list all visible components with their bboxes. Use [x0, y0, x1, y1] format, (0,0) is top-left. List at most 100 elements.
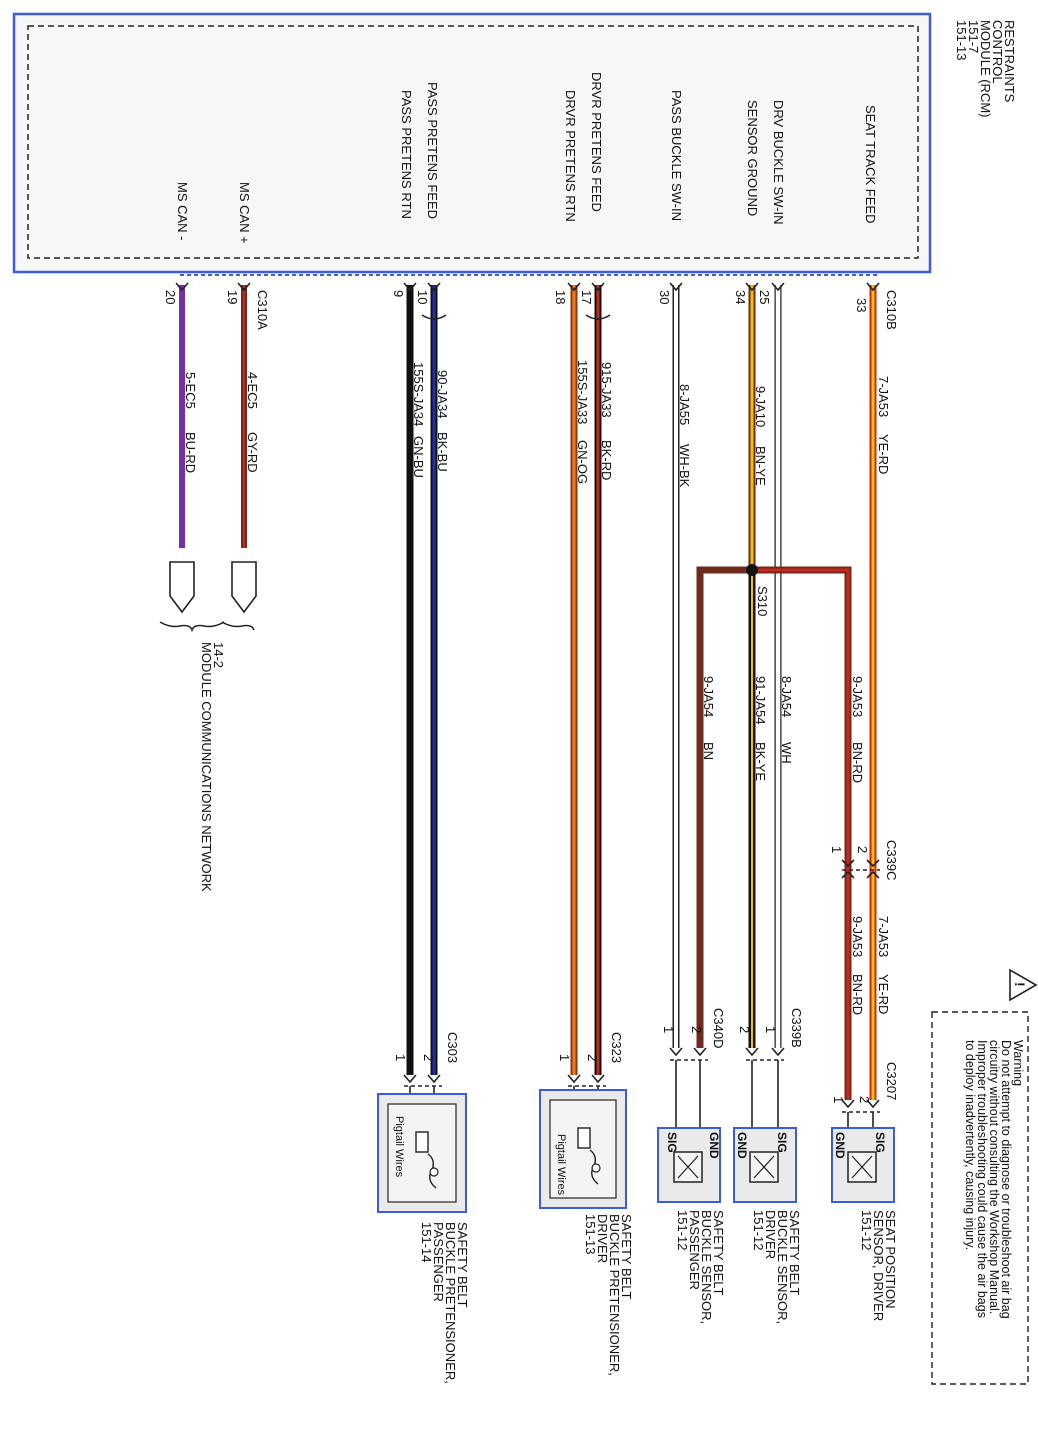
terminal-sig: SIG	[665, 1132, 679, 1153]
pin-number: 17	[579, 290, 594, 304]
module-title-line: CONTROL	[990, 20, 1005, 84]
pin-number: 1	[763, 1026, 778, 1033]
wire-color: GN-OG	[575, 440, 590, 484]
network-connector-plus	[231, 561, 257, 614]
wires	[179, 285, 877, 1100]
squib-icon	[415, 1131, 429, 1153]
wire-color: YE-RD	[876, 434, 891, 474]
pin-arrow	[237, 282, 251, 292]
pin-arrow	[771, 282, 785, 292]
wire-color: WH-BK	[677, 444, 692, 488]
pin-arrow	[175, 282, 189, 292]
network-bracket	[221, 621, 255, 631]
component-label: DRIVER	[595, 1214, 610, 1263]
wire-color: BN	[701, 742, 716, 760]
wire-id: 155S-JA33	[575, 360, 590, 424]
wire-id: 90-JA34	[435, 370, 450, 418]
pin-number: 1	[661, 1026, 676, 1033]
pigtail-label: Pigtail Wires	[555, 1134, 567, 1196]
pin-number: 19	[225, 290, 240, 304]
pin-number: 2	[857, 1096, 872, 1103]
warning-line: circuitry without consulting the Worksho…	[987, 1040, 1001, 1314]
wire-bn	[696, 566, 752, 1048]
pretensioner-driver: Pigtail Wires SAFETY BELT BUCKLE PRETENS…	[539, 1089, 634, 1376]
restraints-control-module: RESTRAINTS CONTROL MODULE (RCM) 151-7 15…	[12, 12, 1017, 274]
component-label: 151-12	[751, 1210, 766, 1250]
connector-label: C339B	[789, 1008, 804, 1048]
wire-color: BK-BU	[435, 432, 450, 472]
pin-bracket	[421, 314, 447, 320]
terminal-sig: SIG	[775, 1132, 789, 1153]
component-label: BUCKLE PRETENSIONER,	[607, 1214, 622, 1376]
connector-c310a: C310A	[255, 290, 270, 330]
component-label: BUCKLE PRETENSIONER,	[443, 1222, 458, 1384]
connector-label: C323	[609, 1032, 624, 1063]
pin-arrow	[866, 282, 880, 292]
lower-wire-labels: S310 9-JA53 BN-RD 8-JA54 WH 91-JA54 BK-Y…	[701, 586, 891, 1015]
pin-label-pass-buckle-sw-in: PASS BUCKLE SW-IN	[669, 90, 684, 221]
wire-id: 4-EC5	[245, 372, 260, 409]
pin-label-drv-buckle-sw-in: DRV BUCKLE SW-IN	[771, 100, 786, 225]
wire-id: 9-JA54	[701, 676, 716, 717]
connector-labels: C310B C310A 33 25 34 30 17 18 10 9 19 20	[163, 290, 899, 330]
component-label: BUCKLE SENSOR,	[699, 1210, 714, 1324]
pin-label-pass-pretens-rtn: PASS PRETENS RTN	[399, 90, 414, 219]
pin-arrow	[427, 282, 441, 292]
pin-bracket	[585, 314, 611, 320]
connector-c3207: C3207 2 1	[831, 1062, 899, 1128]
buckle-sensor-driver: SIG GND SAFETY BELT BUCKLE SENSOR, DRIVE…	[733, 1127, 802, 1324]
wire-id: 155S-JA34	[411, 362, 426, 426]
connector-c339b: C339B 1 2	[737, 1008, 804, 1128]
pin-number: 2	[689, 1026, 704, 1033]
network-label: MODULE COMMUNICATIONS NETWORK	[199, 642, 214, 892]
component-label: SAFETY BELT	[711, 1210, 726, 1296]
wire-color: BN-RD	[850, 974, 865, 1015]
pin-number: 1	[829, 846, 844, 853]
wire-id: 91-JA54	[753, 676, 768, 724]
pin-number: 2	[421, 1054, 436, 1061]
wire-id: 7-JA53	[876, 916, 891, 957]
terminal-sig: SIG	[873, 1132, 887, 1153]
wire-color: GY-RD	[245, 432, 260, 473]
component-label: SEAT POSITION	[883, 1210, 898, 1308]
pin-number: 1	[393, 1054, 408, 1061]
warning-box: ! Warning Do not attempt to diagnose or …	[931, 968, 1038, 1385]
wire-color: BK-YE	[753, 742, 768, 781]
wire-color: BU-RD	[183, 432, 198, 473]
terminal-gnd: GND	[833, 1132, 847, 1159]
component-label: BUCKLE SENSOR,	[775, 1210, 790, 1324]
warning-line: to deploy inadvertently, causing injury.	[963, 1040, 977, 1250]
warning-line: Do not attempt to diagnose or troublesho…	[999, 1040, 1013, 1319]
pin-label-ms-can-plus: MS CAN +	[237, 182, 252, 244]
pin-number: 10	[415, 290, 430, 304]
wire-id: 9-JA53	[850, 916, 865, 957]
pin-number: 9	[391, 290, 406, 297]
pin-number: 2	[737, 1026, 752, 1033]
wire-id: 915-JA33	[599, 362, 614, 418]
module-title-line: 151-13	[954, 20, 969, 60]
splice-s310-dot	[746, 564, 758, 576]
module-pin-labels: SEAT TRACK FEED DRV BUCKLE SW-IN SENSOR …	[175, 72, 878, 244]
component-label: DRIVER	[763, 1210, 778, 1259]
pigtail-label: Pigtail Wires	[393, 1116, 405, 1178]
wire-color: YE-RD	[876, 974, 891, 1014]
warning-triangle-icon: !	[1009, 968, 1038, 1002]
warning-line: Improper troubleshooting could cause the…	[975, 1040, 989, 1318]
pin-label-sensor-ground: SENSOR GROUND	[745, 100, 760, 216]
pin-label-pass-pretens-feed: PASS PRETENS FEED	[425, 82, 440, 219]
wire-id: 8-JA54	[779, 676, 794, 717]
squib-icon	[577, 1127, 591, 1149]
component-label: 151-13	[583, 1214, 598, 1254]
pin-label-ms-can-minus: MS CAN -	[175, 182, 190, 241]
pin-arrow	[403, 282, 417, 292]
component-label: PASSENGER	[687, 1210, 702, 1290]
connector-c310b: C310B	[884, 290, 899, 330]
pin-arrow	[567, 282, 581, 292]
component-label: 151-14	[419, 1222, 434, 1262]
wire-bn-rd-stripe	[752, 568, 850, 1100]
pin-number: 2	[855, 846, 870, 853]
seat-position-sensor: SIG GND SEAT POSITION SENSOR, DRIVER 151…	[831, 1127, 898, 1321]
pin-number: 20	[163, 290, 178, 304]
connector-label: C303	[445, 1032, 460, 1063]
